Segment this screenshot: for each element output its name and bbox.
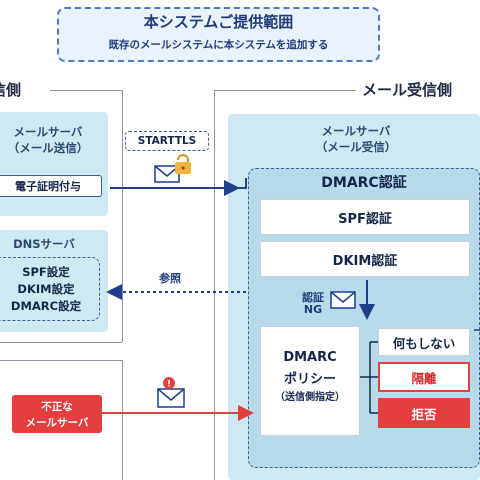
dns-server-title: DNSサーバ	[13, 237, 75, 251]
dns-records	[0, 257, 100, 321]
action-quarantine: 隔離	[378, 362, 470, 392]
policy-connectors	[360, 329, 480, 414]
dns-record-dmarc: DMARC設定	[10, 299, 82, 313]
action-none: 何もしない	[378, 328, 470, 356]
sender-mail-server	[0, 112, 108, 216]
sender-lower-divider	[122, 360, 123, 480]
ng-label-line1: 認証	[302, 291, 324, 304]
sender-vertical-divider	[122, 90, 123, 342]
receiver-divider	[214, 90, 356, 91]
action-reject: 拒否	[378, 398, 470, 428]
sender-side-title: 送信側	[0, 81, 22, 99]
signature-label: 電子証明付与	[0, 175, 102, 197]
sender-bottom-divider	[0, 342, 122, 343]
bad-mail-server	[12, 395, 102, 433]
scope-subtitle: 既存のメールシステムに本システムを追加する	[108, 39, 329, 51]
receiver-vertical-divider	[214, 90, 215, 480]
dns-record-dkim: DKIM設定	[17, 282, 75, 296]
spf-check: SPF認証	[260, 199, 470, 235]
reference-label: 参照	[159, 272, 181, 285]
policy-line1: DMARC	[283, 350, 337, 365]
dmarc-title: DMARC認証	[321, 175, 407, 191]
sender-lower-top-divider	[0, 360, 122, 361]
bad-mail-server-line2: メールサーバ	[25, 417, 89, 429]
sender-divider	[50, 90, 122, 91]
policy-line3: （送信側指定）	[275, 392, 345, 403]
warning-envelope-icon: !	[157, 377, 185, 408]
dmarc-policy-box	[260, 326, 360, 436]
dns-record-spf: SPF設定	[22, 265, 70, 279]
ng-label-line2: NG	[303, 303, 323, 316]
dkim-check: DKIM認証	[260, 241, 470, 277]
starttls-arrow	[110, 178, 247, 196]
system-scope-banner	[57, 7, 380, 62]
receiver-mail-server-subtitle: （メール受信）	[315, 140, 397, 154]
receiver-mail-server-title: メールサーバ	[321, 124, 391, 138]
receiver-side-title: メール受信側	[362, 81, 453, 99]
sender-mail-server-title: メールサーバ	[13, 125, 83, 139]
svg-text:!: !	[167, 380, 171, 390]
sender-mail-server-subtitle: （メール送信）	[7, 141, 89, 155]
starttls-label: STARTTLS	[125, 131, 209, 151]
padlock-icon	[175, 154, 191, 174]
ng-envelope-icon	[330, 291, 356, 309]
bad-mail-server-line1: 不正な	[41, 401, 73, 413]
policy-line2: ポリシー	[283, 372, 336, 387]
scope-title: 本システムご提供範囲	[143, 13, 294, 31]
